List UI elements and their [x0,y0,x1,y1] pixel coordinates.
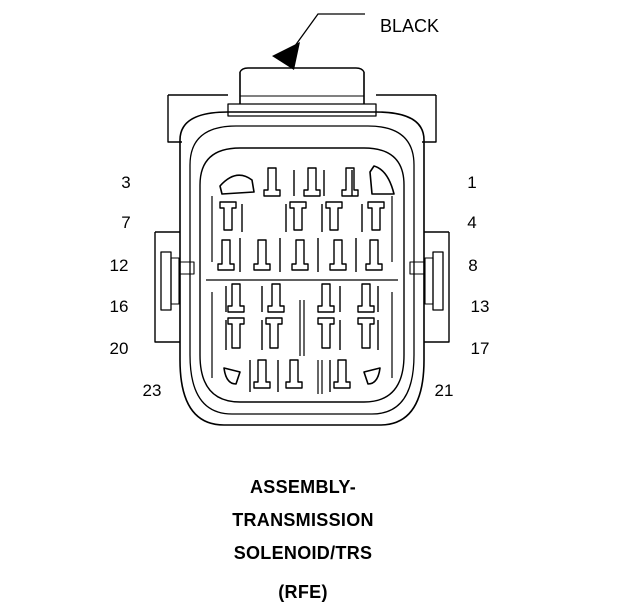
pin-number-3: 3 [121,173,130,192]
polarization-keys [219,165,395,385]
terminal-cavity [253,239,271,271]
title-line-4: (RFE) [278,582,328,602]
terminal-cavity [227,283,245,313]
wire-color-label: BLACK [380,16,439,36]
terminal-cavity [317,283,335,313]
pin-number-7: 7 [121,213,130,232]
terminal-cavity [253,359,271,389]
pin-number-13: 13 [471,297,490,316]
terminal-cavity [329,239,347,271]
pin-number-4: 4 [467,213,476,232]
terminal-cavity [291,239,309,271]
terminal-cavity [303,167,321,197]
terminal-cavity [317,317,335,349]
terminal-cavity [285,359,303,389]
terminal-cavity [267,283,285,313]
terminal-cavity [265,317,283,349]
terminal-cavity [217,239,235,271]
terminal-cavity [227,317,245,349]
terminal-cavity [357,283,375,313]
pin-number-17: 17 [471,339,490,358]
terminal-cavity [289,201,307,231]
pin-number-20: 20 [110,339,129,358]
terminal-cavities [217,167,385,392]
pin-number-12: 12 [110,256,129,275]
terminal-cavity [219,201,237,231]
pin-number-16: 16 [110,297,129,316]
pin-number-23: 23 [143,381,162,400]
title-line-2: TRANSMISSION [232,510,374,530]
terminal-cavity [263,167,281,197]
terminal-cavity [325,201,343,231]
title-line-3: SOLENOID/TRS [233,543,373,563]
pin-number-21: 21 [435,381,454,400]
connector-housing [154,67,450,426]
callout-arrow [272,13,365,70]
terminal-cavity [333,359,351,389]
terminal-cavity [365,239,383,271]
pin-number-1: 1 [467,173,476,192]
terminal-cavity [367,201,385,231]
terminal-cavity [341,167,359,197]
title-line-1: ASSEMBLY- [249,477,357,497]
pin-number-8: 8 [468,256,477,275]
pin-labels: 3 1 7 4 12 8 16 13 20 17 23 21 [110,173,490,400]
terminal-cavity [357,317,375,349]
